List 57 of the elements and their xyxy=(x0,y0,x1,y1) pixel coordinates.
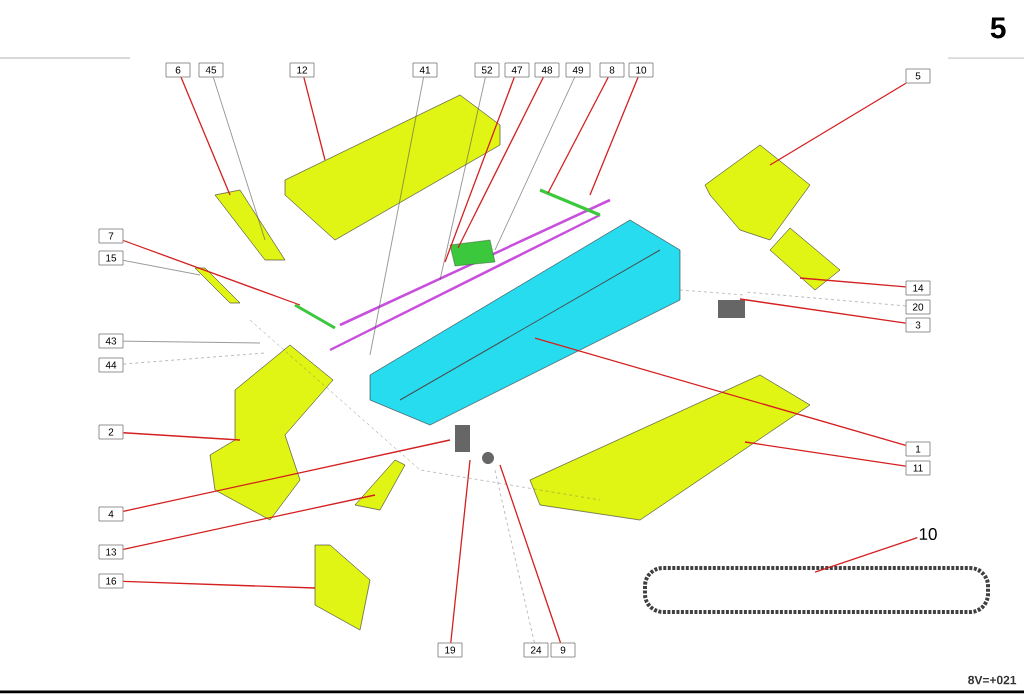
callout-number: 10 xyxy=(628,62,654,78)
callout-number: 6 xyxy=(165,62,191,78)
leader-line xyxy=(123,352,266,365)
callout-number: 43 xyxy=(98,333,124,349)
leader-line xyxy=(439,77,486,281)
callout-number: 13 xyxy=(98,544,124,560)
callout-number: 5 xyxy=(905,68,931,84)
leader-line xyxy=(494,469,535,643)
leader-line xyxy=(122,439,451,512)
callout-number: 44 xyxy=(98,357,124,373)
callout-number: 47 xyxy=(504,62,530,78)
leader-line xyxy=(123,340,261,344)
callout-number: 48 xyxy=(534,62,560,78)
callout-number: 4 xyxy=(98,506,124,522)
leader-line xyxy=(122,580,316,589)
leader-line xyxy=(494,77,575,251)
callout-number: 19 xyxy=(437,642,463,658)
leader-line xyxy=(589,76,639,196)
leader-line xyxy=(534,337,907,447)
callout-number: 7 xyxy=(98,228,124,244)
callout-number: 2 xyxy=(98,424,124,440)
leader-line xyxy=(499,464,562,644)
leader-line xyxy=(123,260,201,276)
callout-number: 14 xyxy=(905,280,931,296)
callout-number: 45 xyxy=(198,62,224,78)
leader-line xyxy=(303,76,326,161)
leader-line xyxy=(180,76,231,196)
callout-number: 9 xyxy=(550,642,576,658)
leader-line xyxy=(769,82,907,166)
leader-line xyxy=(744,441,907,467)
callout-number: 20 xyxy=(905,299,931,315)
callout-number: 3 xyxy=(905,317,931,333)
leader-line xyxy=(799,277,907,288)
leader-line xyxy=(122,432,241,441)
leader-line xyxy=(814,536,918,573)
page-number: 5 xyxy=(990,17,1006,39)
callout-number: 52 xyxy=(474,62,500,78)
revision-code: 8V=+021 xyxy=(968,675,1017,685)
callout-number: 41 xyxy=(412,62,438,78)
leader-line xyxy=(444,76,515,263)
leader-line xyxy=(369,77,424,356)
leader-line xyxy=(450,459,471,644)
leader-line xyxy=(213,77,266,241)
callout-number: 49 xyxy=(565,62,591,78)
callout-number: 24 xyxy=(523,642,549,658)
leader-line xyxy=(122,239,301,306)
callout-number: 8 xyxy=(599,62,625,78)
callout-number: 10 xyxy=(919,528,937,541)
leader-line xyxy=(739,298,907,324)
callout-number: 15 xyxy=(98,250,124,266)
callout-number: 11 xyxy=(905,460,931,476)
leader-line xyxy=(122,494,376,550)
callout-number: 12 xyxy=(289,62,315,78)
callout-number: 1 xyxy=(905,441,931,457)
leader-line xyxy=(547,76,609,194)
callout-number: 16 xyxy=(98,573,124,589)
leader-line xyxy=(457,76,544,249)
